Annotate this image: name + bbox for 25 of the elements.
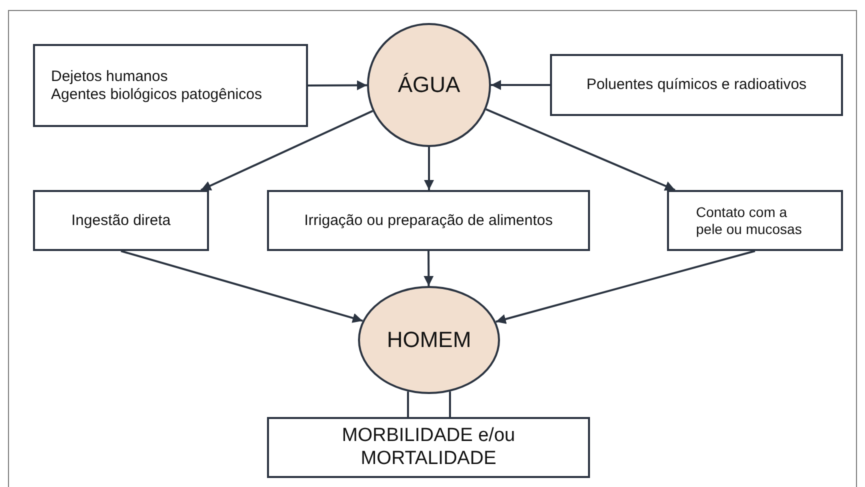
process-box xyxy=(267,190,590,251)
arrow xyxy=(120,250,363,323)
process-box xyxy=(550,54,843,116)
arrow xyxy=(496,250,756,324)
connector-line xyxy=(449,392,451,417)
arrow xyxy=(200,110,374,191)
connector-line xyxy=(407,392,409,417)
arrow xyxy=(424,251,434,286)
node-label: HOMEM xyxy=(386,327,472,353)
node-label: Contato com a pele ou mucosas xyxy=(696,204,803,238)
node-label: Dejetos humanos xyxy=(51,68,168,86)
process-box xyxy=(667,190,843,251)
arrow xyxy=(424,147,434,190)
node-label: Agentes biológicos patogênicos xyxy=(51,86,262,104)
arrow xyxy=(491,80,550,90)
process-box xyxy=(33,190,209,251)
node-label: Poluentes químicos e radioativos xyxy=(586,76,807,94)
node-label: Irrigação ou preparação de alimentos xyxy=(304,212,553,230)
arrow xyxy=(308,80,367,90)
node-label: Ingestão direta xyxy=(71,212,171,230)
process-box xyxy=(267,417,590,478)
arrow xyxy=(486,108,676,191)
node-label: ÁGUA xyxy=(398,72,460,98)
node-label: MORBILIDADE e/ou MORTALIDADE xyxy=(340,425,516,470)
process-box xyxy=(33,44,308,127)
